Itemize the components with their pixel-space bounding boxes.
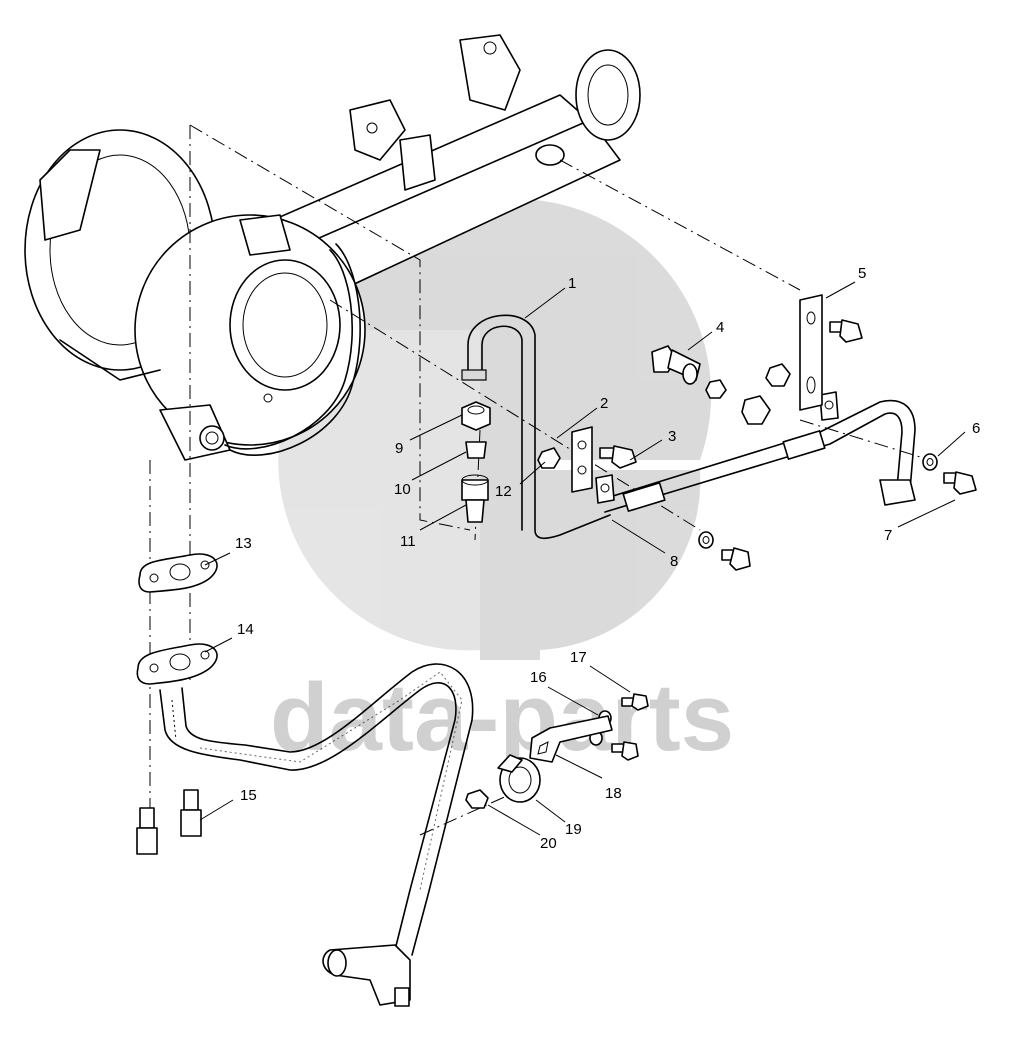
nut-5 bbox=[765, 363, 791, 387]
callout-13: 13 bbox=[235, 535, 252, 552]
washer-8 bbox=[698, 531, 714, 549]
bolt-7 bbox=[943, 471, 977, 495]
callout-9: 9 bbox=[395, 440, 403, 457]
callout-16: 16 bbox=[530, 669, 547, 686]
callout-leaders bbox=[199, 281, 966, 836]
watermark-logo bbox=[278, 198, 712, 660]
callout-18: 18 bbox=[605, 785, 622, 802]
oil-feed-tube bbox=[461, 314, 611, 540]
oil-drain-hose bbox=[159, 663, 474, 1007]
callout-labels: 1 2 3 4 5 6 7 8 9 10 11 12 13 14 15 16 1… bbox=[235, 265, 980, 852]
callout-19: 19 bbox=[565, 821, 582, 838]
callout-7: 7 bbox=[884, 527, 892, 544]
callout-17: 17 bbox=[570, 649, 587, 666]
bolt-3 bbox=[599, 445, 637, 469]
callout-14: 14 bbox=[237, 621, 254, 638]
callout-3: 3 bbox=[668, 428, 676, 445]
adapter-fitting bbox=[651, 345, 701, 385]
flange-14 bbox=[136, 643, 218, 685]
callout-15: 15 bbox=[240, 787, 257, 804]
union-11 bbox=[461, 479, 489, 501]
ferrule-10 bbox=[465, 441, 487, 459]
bolts bbox=[599, 319, 977, 761]
callout-2: 2 bbox=[600, 395, 608, 412]
horizontal-tube bbox=[595, 391, 916, 513]
callout-1: 1 bbox=[568, 275, 576, 292]
callout-6: 6 bbox=[972, 420, 980, 437]
callout-8: 8 bbox=[670, 553, 678, 570]
fitting-stack bbox=[461, 401, 491, 523]
callout-11: 11 bbox=[400, 533, 416, 550]
callout-20: 20 bbox=[540, 835, 557, 852]
studs-15 bbox=[136, 789, 202, 855]
turbocharger-assembly bbox=[24, 34, 641, 461]
bracket-plate bbox=[571, 426, 593, 493]
bracket-18 bbox=[529, 715, 613, 763]
nut-9 bbox=[461, 401, 491, 431]
callout-12: 12 bbox=[495, 483, 512, 500]
bolt-18 bbox=[611, 741, 639, 761]
strap-bracket bbox=[799, 294, 823, 411]
ferrule bbox=[705, 379, 727, 399]
watermark-text: data-parts bbox=[270, 664, 734, 771]
washer-6 bbox=[922, 453, 938, 471]
bolt-8 bbox=[721, 547, 751, 571]
callout-5: 5 bbox=[858, 265, 866, 282]
nut-large bbox=[741, 395, 771, 425]
gasket-13 bbox=[138, 553, 218, 593]
nut-20 bbox=[465, 789, 489, 809]
callout-10: 10 bbox=[394, 481, 411, 498]
callout-4: 4 bbox=[716, 319, 724, 336]
clamp-19 bbox=[497, 754, 541, 803]
bolt-5 bbox=[829, 319, 863, 343]
bolt-17 bbox=[621, 693, 649, 711]
